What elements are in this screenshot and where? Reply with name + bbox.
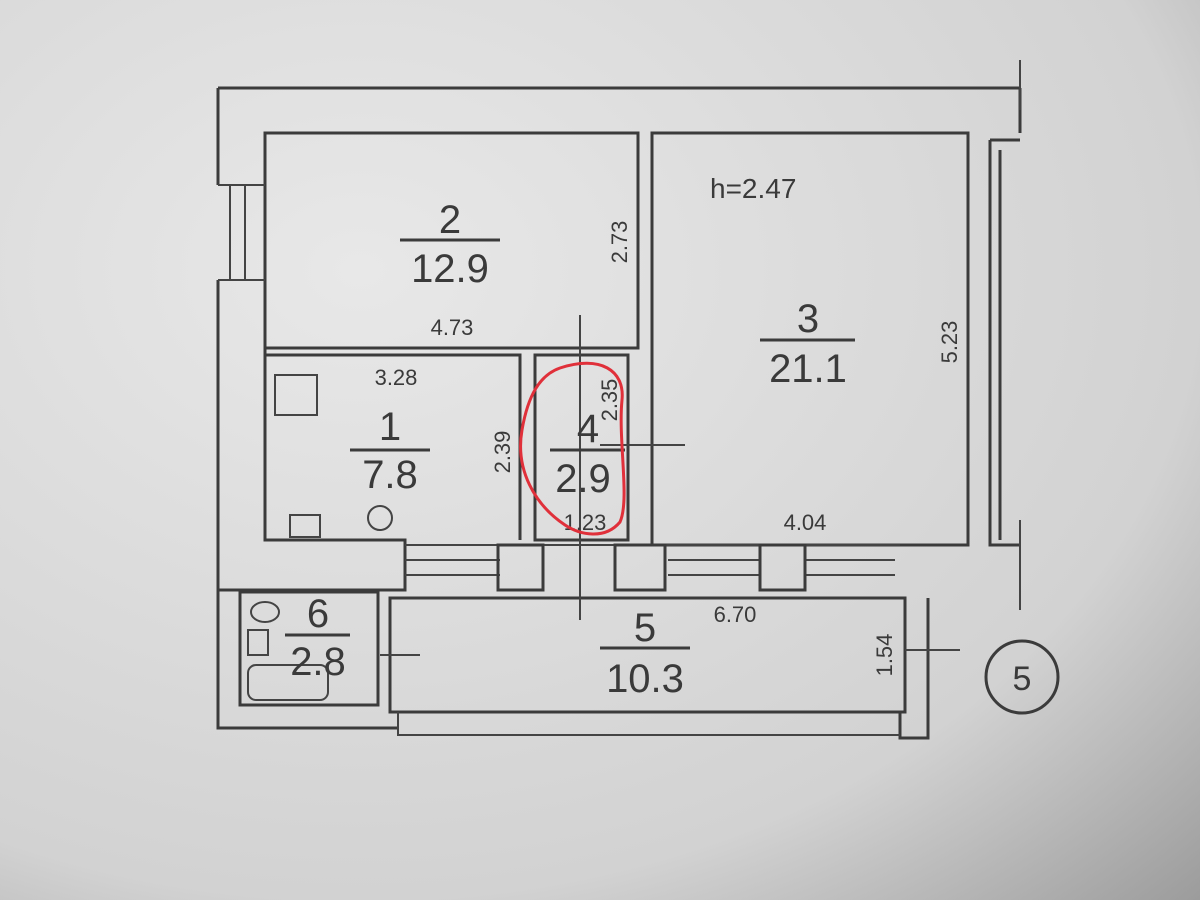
room-5-width: 6.70 <box>714 602 757 627</box>
walls <box>216 60 1022 740</box>
ceiling-height: h=2.47 <box>710 173 796 204</box>
stove-icon <box>274 374 318 416</box>
room-4-highlight <box>519 361 626 536</box>
room-1-width: 3.28 <box>375 365 418 390</box>
toilet-icon <box>250 601 280 623</box>
room-3-width: 4.04 <box>784 510 827 535</box>
room-1-area: 7.8 <box>362 453 418 497</box>
room-5-depth: 1.54 <box>872 634 897 677</box>
room-1-depth: 2.39 <box>490 431 515 474</box>
room-3-number: 3 <box>797 297 819 341</box>
room-4-number: 4 <box>577 407 599 451</box>
boiler-icon <box>367 505 393 531</box>
room-5-area: 10.3 <box>606 657 684 701</box>
room-2-depth: 2.73 <box>607 221 632 264</box>
sink-icon <box>289 514 321 538</box>
fraction-bars <box>285 238 855 650</box>
room-4-depth: 2.35 <box>597 379 622 422</box>
room-1-number: 1 <box>379 405 401 449</box>
section-marker-circle <box>984 639 1060 715</box>
room-5-number: 5 <box>634 606 656 650</box>
room-2-area: 12.9 <box>411 247 489 291</box>
room-2-width: 4.73 <box>431 315 474 340</box>
washbasin-icon <box>247 629 269 656</box>
room-4-width: 1.23 <box>564 510 607 535</box>
bathtub-icon <box>247 664 329 701</box>
room-6-area: 2.8 <box>290 640 346 684</box>
room-6-number: 6 <box>307 592 329 636</box>
room-3-depth: 5.23 <box>937 321 962 364</box>
room-3-area: 21.1 <box>769 347 847 391</box>
room-4-area: 2.9 <box>555 457 611 501</box>
section-marker: 5 <box>1013 660 1032 698</box>
room-2-number: 2 <box>439 198 461 242</box>
